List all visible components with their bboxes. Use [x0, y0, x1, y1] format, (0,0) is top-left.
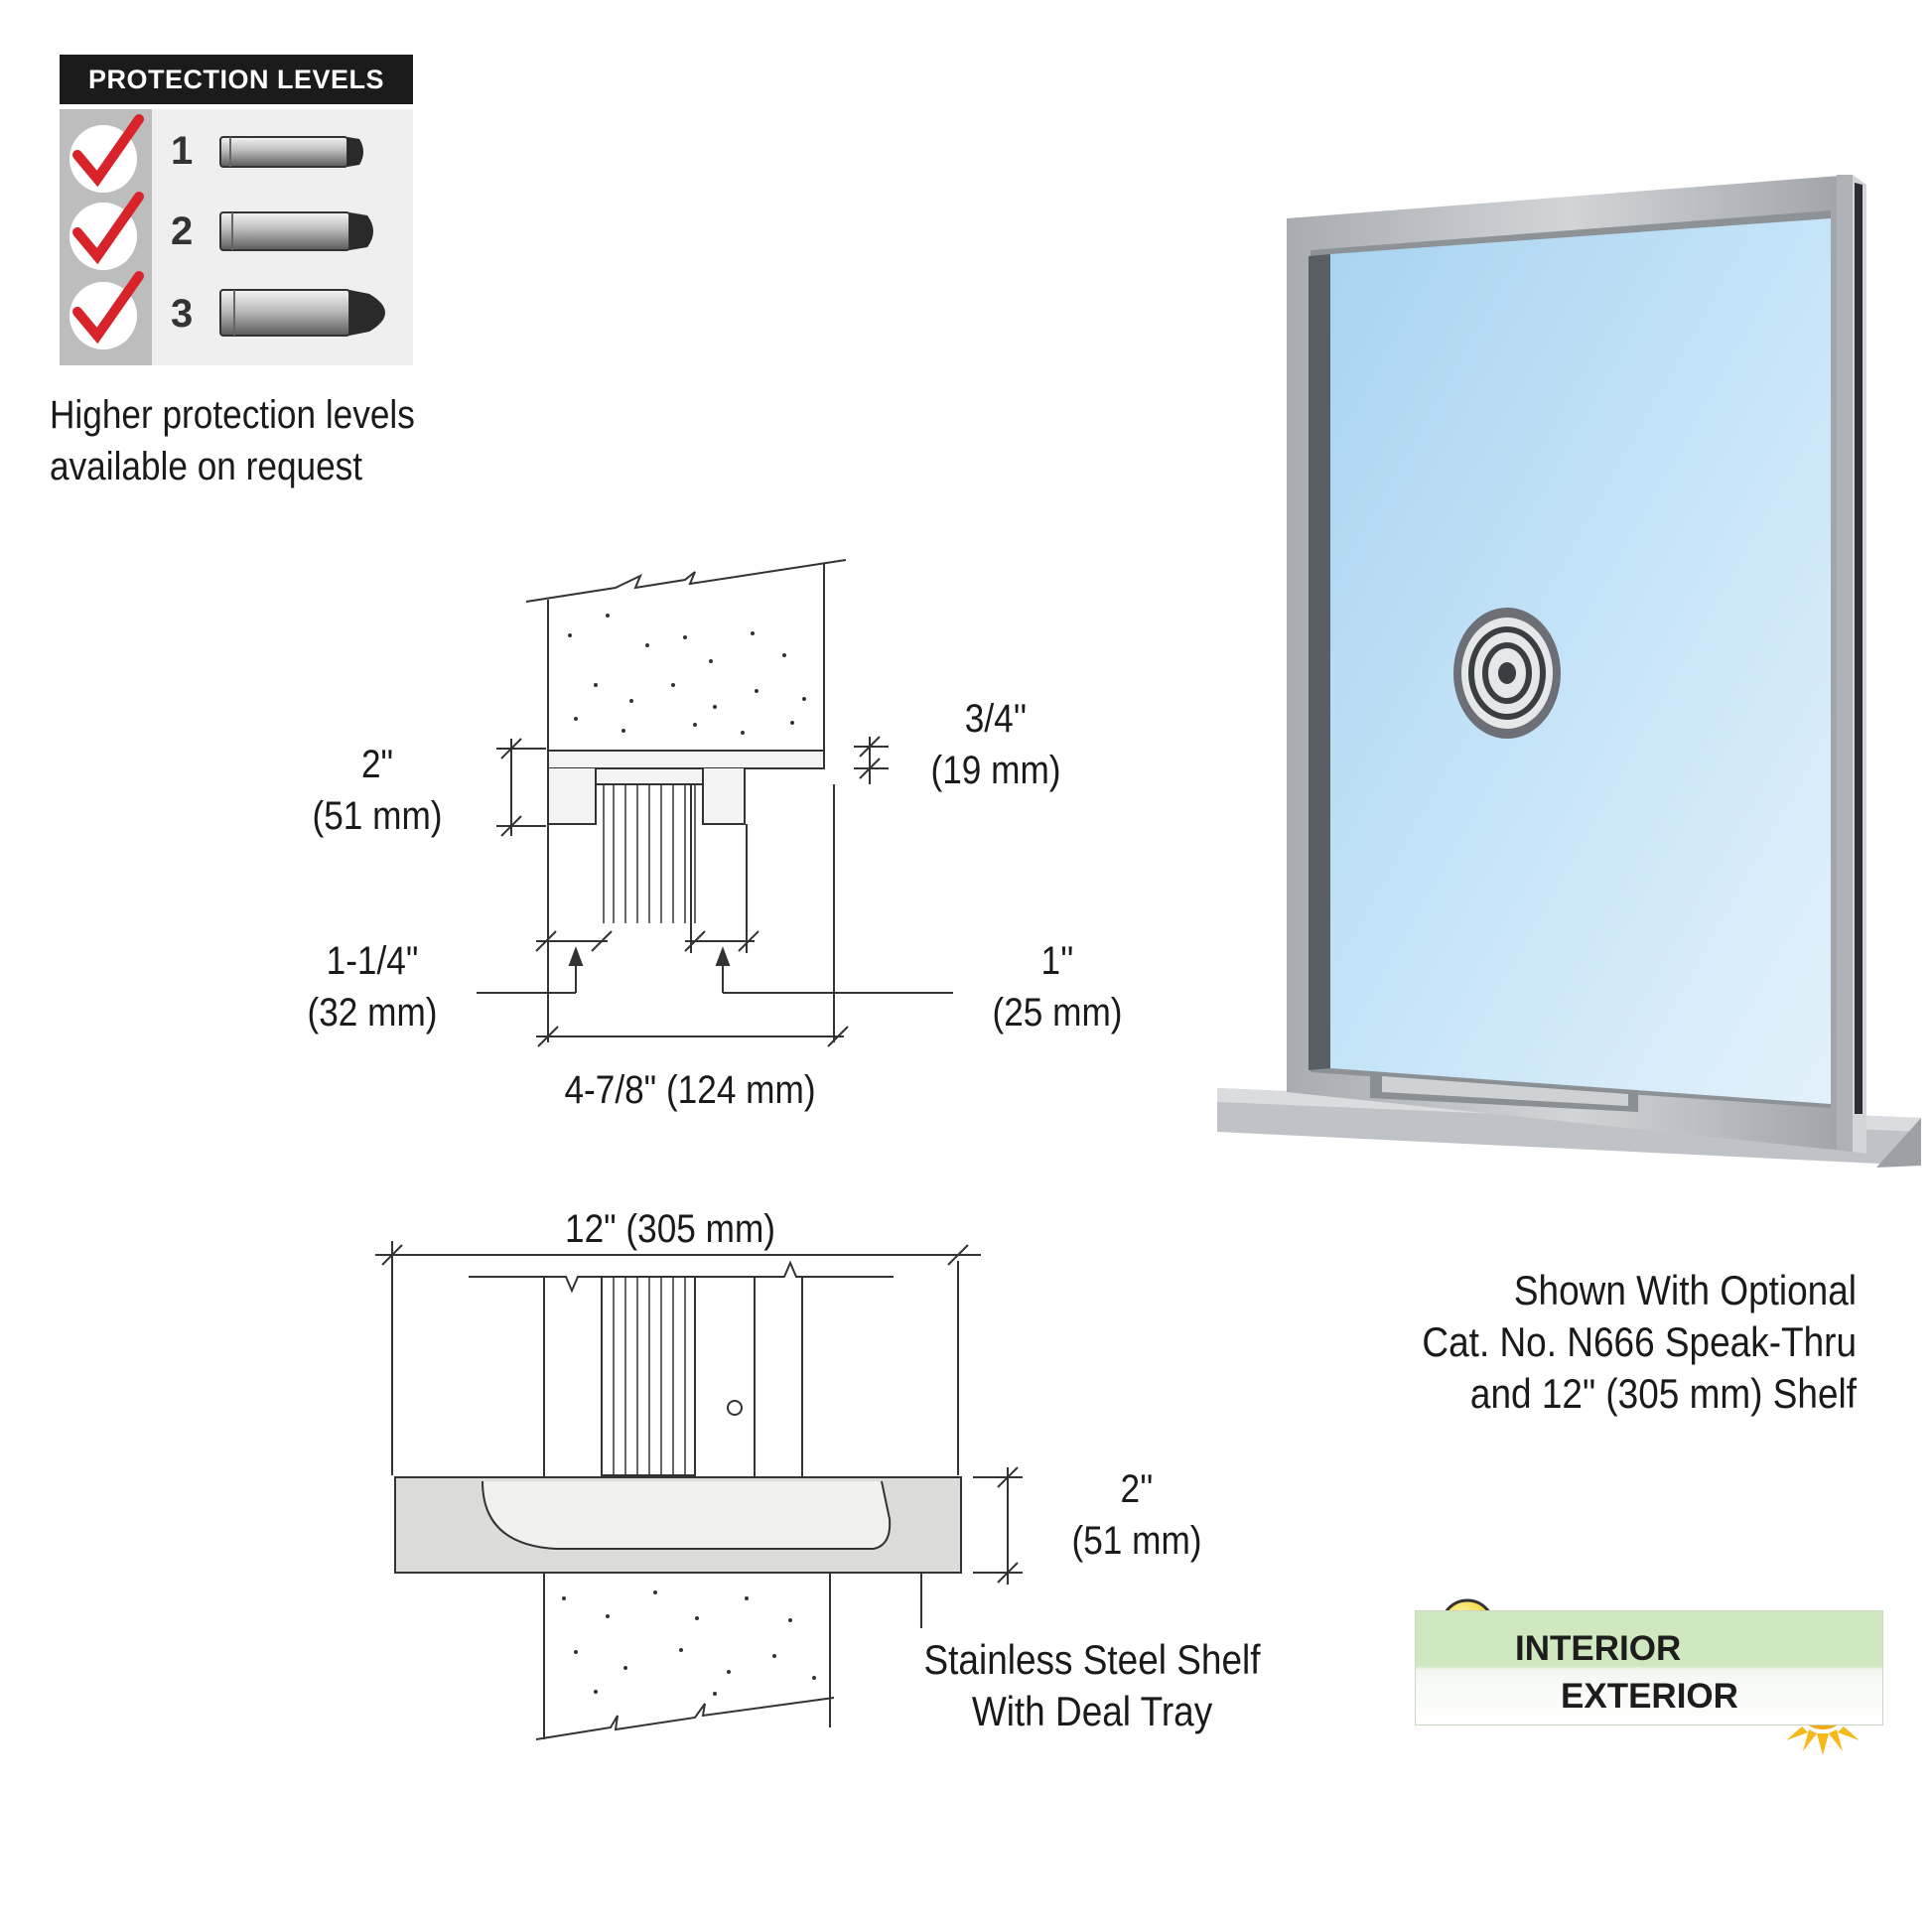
product-window: [1217, 175, 1921, 1168]
product-caption: Shown With Optional Cat. No. N666 Speak-…: [1358, 1265, 1857, 1420]
bullet-medium-icon: [219, 211, 373, 251]
protection-level-row: 2: [60, 192, 413, 271]
protection-level-row: 3: [60, 274, 413, 353]
check-icon: [69, 114, 144, 193]
interior-label: INTERIOR: [1515, 1629, 1682, 1668]
shelf-caption: Stainless Steel Shelf With Deal Tray: [917, 1634, 1267, 1737]
product-caption-line: and 12" (305 mm) Shelf: [1469, 1370, 1857, 1417]
bullet-small-icon: [219, 136, 363, 168]
dim-value: (19 mm): [930, 749, 1061, 792]
concrete-texture: [562, 1590, 816, 1696]
dim-1-1-4in-label: 1-1/4" (32 mm): [298, 935, 447, 1038]
dim-value: (51 mm): [312, 794, 443, 838]
bottom-section-ticks: [381, 1244, 1019, 1584]
dim-value: 2'': [1120, 1467, 1154, 1511]
dim-value: (51 mm): [1071, 1519, 1202, 1563]
dim-4-7-8in-label: 4-7/8" (124 mm): [564, 1068, 816, 1112]
protection-note-line: Higher protection levels: [50, 393, 415, 437]
protection-note: Higher protection levels available on re…: [50, 389, 415, 492]
dim-3-4in-label: 3/4'' (19 mm): [921, 693, 1070, 796]
exterior-label: EXTERIOR: [1561, 1677, 1738, 1716]
speak-thru-icon: [1453, 608, 1561, 739]
dim-2in-label: 2" (51 mm): [308, 739, 448, 842]
shelf-caption-line: With Deal Tray: [971, 1688, 1213, 1734]
check-icon: [69, 271, 144, 349]
protection-level-number: 1: [171, 129, 194, 173]
dim-value: 2": [360, 743, 394, 786]
product-caption-line: Shown With Optional: [1513, 1267, 1857, 1313]
dim-value: (25 mm): [992, 991, 1123, 1035]
protection-level-number: 2: [171, 209, 194, 253]
protection-level-number: 3: [171, 292, 194, 336]
concrete-texture: [568, 614, 806, 735]
product-caption-line: Cat. No. N666 Speak-Thru: [1422, 1318, 1857, 1365]
dim-2in-shelf-label: 2'' (51 mm): [1062, 1463, 1211, 1567]
dim-value: 1-1/4": [326, 939, 419, 983]
interior-exterior-badge: INTERIOR EXTERIOR: [1415, 1610, 1883, 1725]
protection-levels-header: PROTECTION LEVELS: [60, 55, 413, 104]
protection-level-row: 1: [60, 111, 413, 191]
check-icon: [69, 192, 144, 270]
protection-note-line: available on request: [50, 445, 363, 488]
dim-value: (32 mm): [307, 991, 438, 1035]
bullet-large-icon: [219, 289, 385, 337]
top-section-ticks: [500, 736, 881, 1047]
dim-value: 3/4'': [964, 697, 1028, 741]
dim-12in-label: 12" (305 mm): [564, 1207, 776, 1251]
shelf-caption-line: Stainless Steel Shelf: [923, 1636, 1261, 1683]
dim-1in-label: 1'' (25 mm): [983, 935, 1132, 1038]
top-section-drawing: [477, 559, 953, 1042]
bottom-section-drawing: [375, 1241, 1023, 1740]
dim-value: 1'': [1040, 939, 1074, 983]
